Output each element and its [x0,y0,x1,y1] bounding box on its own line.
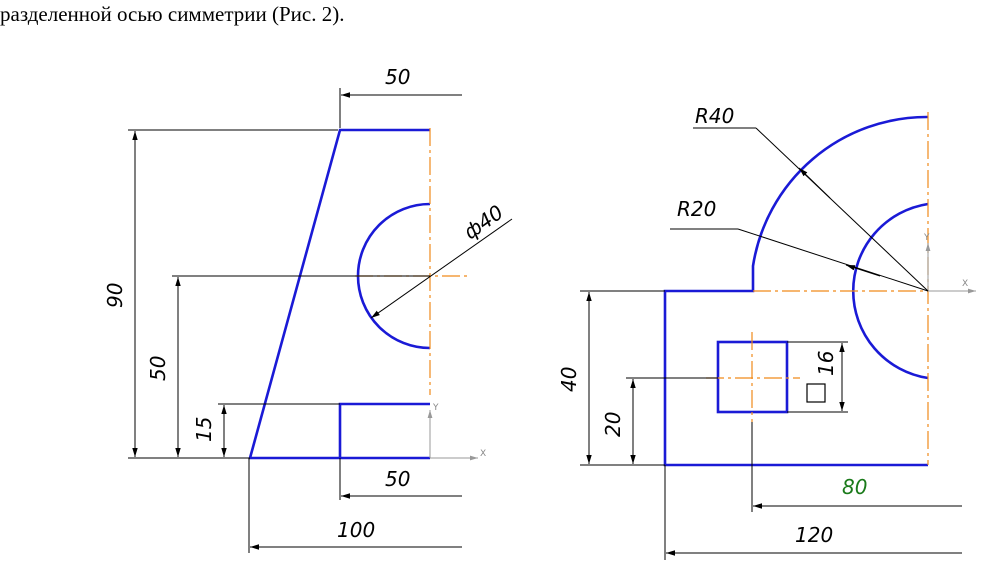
left-x-axis-label: X [480,449,486,459]
dim-height-step: 15 [192,417,216,442]
dim-square-center-height: 20 [601,412,625,437]
right-outer-contour [663,115,929,467]
right-figure: X Y R40 R20 40 20 16 80 120 [557,104,976,560]
dim-diameter: ф40 [459,200,508,244]
right-x-axis-label: X [962,279,968,289]
right-y-axis-label: Y [923,233,930,243]
square-symbol-icon [806,383,826,403]
left-y-axis-label: Y [432,403,439,413]
dim-bottom-width: 50 [385,467,410,491]
dim-right-height-total: 40 [557,367,581,392]
dim-height-total: 90 [103,283,127,308]
left-step-contour [338,402,430,458]
dim-height-center: 50 [146,356,170,381]
dim-square-size: 16 [814,351,838,376]
dim-line-r20 [737,228,929,292]
dim-overall-width: 100 [337,518,375,542]
dim-right-overall-width: 120 [795,523,833,547]
caption-text: разделенной осью симметрии (Рис. 2). [0,2,345,26]
dim-top-width: 50 [385,65,410,89]
dim-line-r40 [755,127,929,292]
dim-line-diameter [370,218,513,319]
dim-width-to-square: 80 [842,475,867,499]
dim-inner-radius: R20 [677,197,716,221]
left-figure: X Y 50 90 50 15 ф40 50 100 [103,65,513,553]
dim-outer-radius: R40 [695,104,734,128]
